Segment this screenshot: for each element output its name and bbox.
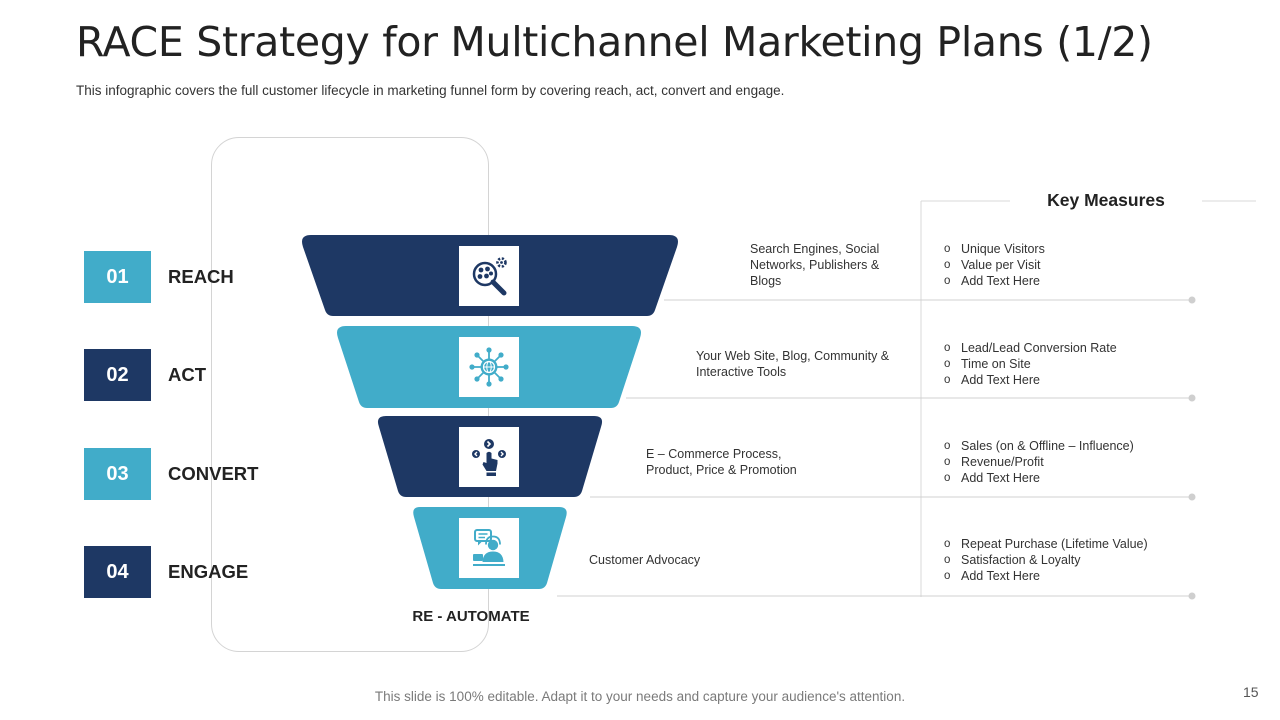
measures-list-convert: Sales (on & Offline – Influence) Revenue… [944, 438, 1134, 486]
measure-item: Sales (on & Offline – Influence) [944, 438, 1134, 454]
measures-list-reach: Unique Visitors Value per Visit Add Text… [944, 241, 1045, 289]
measure-item: Time on Site [944, 356, 1117, 372]
network-globe-icon [459, 337, 519, 397]
stage-number-reach: 01 [84, 251, 151, 303]
measure-item: Unique Visitors [944, 241, 1045, 257]
stage-name-act: ACT [168, 364, 207, 385]
key-measures-title: Key Measures [1010, 190, 1202, 211]
measures-list-engage: Repeat Purchase (Lifetime Value) Satisfa… [944, 536, 1148, 584]
connector-dot-reach [1188, 296, 1196, 304]
stage-number-convert: 03 [84, 448, 151, 500]
stage-name-engage: ENGAGE [168, 561, 249, 582]
slide-title: RACE Strategy for Multichannel Marketing… [76, 18, 1153, 66]
stage-name-reach: REACH [168, 266, 234, 287]
touch-select-icon [459, 427, 519, 487]
footer-note: This slide is 100% editable. Adapt it to… [374, 689, 906, 704]
search-gear-icon [459, 246, 519, 306]
channel-text-reach: Search Engines, Social Networks, Publish… [750, 242, 880, 288]
stage-name-convert: CONVERT [168, 463, 259, 484]
measure-item: Revenue/Profit [944, 454, 1134, 470]
measure-item: Add Text Here [944, 470, 1134, 486]
stage-number-engage: 04 [84, 546, 151, 598]
measure-item: Lead/Lead Conversion Rate [944, 340, 1117, 356]
measure-item: Add Text Here [944, 273, 1045, 289]
slide-subtitle: This infographic covers the full custome… [76, 83, 785, 98]
connector-dot-engage [1188, 592, 1196, 600]
measures-list-act: Lead/Lead Conversion Rate Time on Site A… [944, 340, 1117, 388]
channel-text-engage: Customer Advocacy [589, 553, 701, 567]
measure-item: Add Text Here [944, 372, 1117, 388]
customer-support-icon [459, 518, 519, 578]
page-number: 15 [1243, 684, 1259, 700]
measure-item: Add Text Here [944, 568, 1148, 584]
measure-item: Repeat Purchase (Lifetime Value) [944, 536, 1148, 552]
channel-text-act: Your Web Site, Blog, Community & Interac… [696, 349, 890, 379]
measure-item: Satisfaction & Loyalty [944, 552, 1148, 568]
channel-text-convert: E – Commerce Process, Product, Price & P… [646, 447, 797, 477]
connector-dot-act [1188, 394, 1196, 402]
connector-dot-convert [1188, 493, 1196, 501]
stage-number-act: 02 [84, 349, 151, 401]
re-automate-label: RE - AUTOMATE [412, 608, 530, 625]
measure-item: Value per Visit [944, 257, 1045, 273]
